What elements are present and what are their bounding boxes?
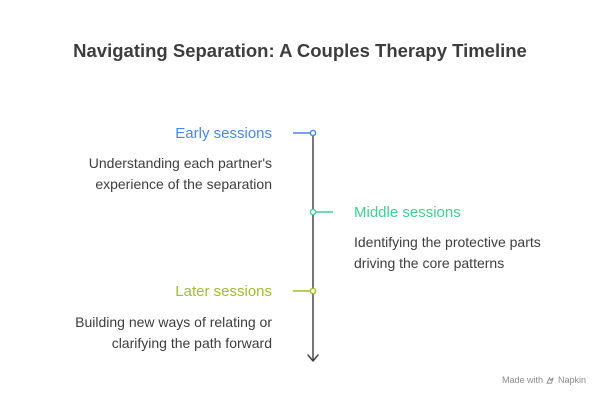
stage-middle-description: Identifying the protective parts driving…: [354, 232, 541, 274]
stage-later-description: Building new ways of relating or clarify…: [75, 312, 272, 354]
footer-prefix: Made with: [501, 375, 543, 385]
footer-brand: Napkin: [557, 375, 586, 385]
stage-later-description-line: clarifying the path forward: [111, 335, 272, 351]
stage-early-label: Early sessions: [175, 125, 272, 142]
stage-early-description-line: Understanding each partner's: [88, 155, 272, 171]
stage-middle-description-line: Identifying the protective parts: [354, 234, 541, 250]
stage-early-description-line: experience of the separation: [95, 176, 272, 192]
page-title: Navigating Separation: A Couples Therapy…: [73, 40, 527, 61]
stage-early-description: Understanding each partner's experience …: [89, 153, 272, 195]
made-with-napkin-badge[interactable]: Made with Napkin: [502, 375, 586, 385]
early-marker: [309, 129, 317, 137]
napkin-logo-icon: [546, 376, 555, 385]
stage-middle-description-line: driving the core patterns: [354, 255, 505, 271]
later-marker: [309, 287, 317, 295]
timeline-arrowhead: [307, 354, 319, 362]
middle-marker: [309, 208, 317, 216]
stage-later-label: Later sessions: [175, 283, 272, 300]
stage-middle-label: Middle sessions: [354, 204, 461, 221]
stage-later-description-line: Building new ways of relating or: [75, 314, 272, 330]
